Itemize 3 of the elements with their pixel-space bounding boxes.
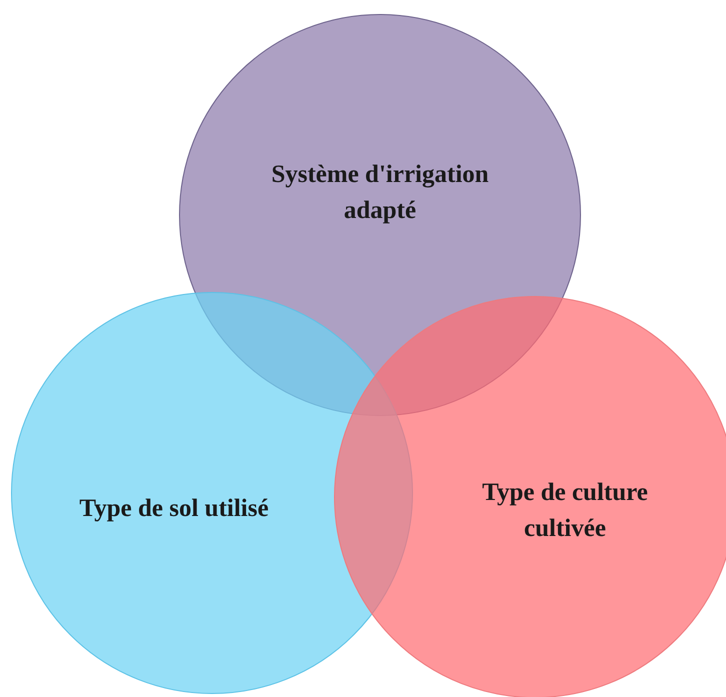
circle-label: Système d'irrigation adapté (270, 160, 490, 226)
circle-label: Type de culture cultivée (481, 478, 649, 544)
circle-label: Type de sol utilisé (78, 494, 270, 524)
